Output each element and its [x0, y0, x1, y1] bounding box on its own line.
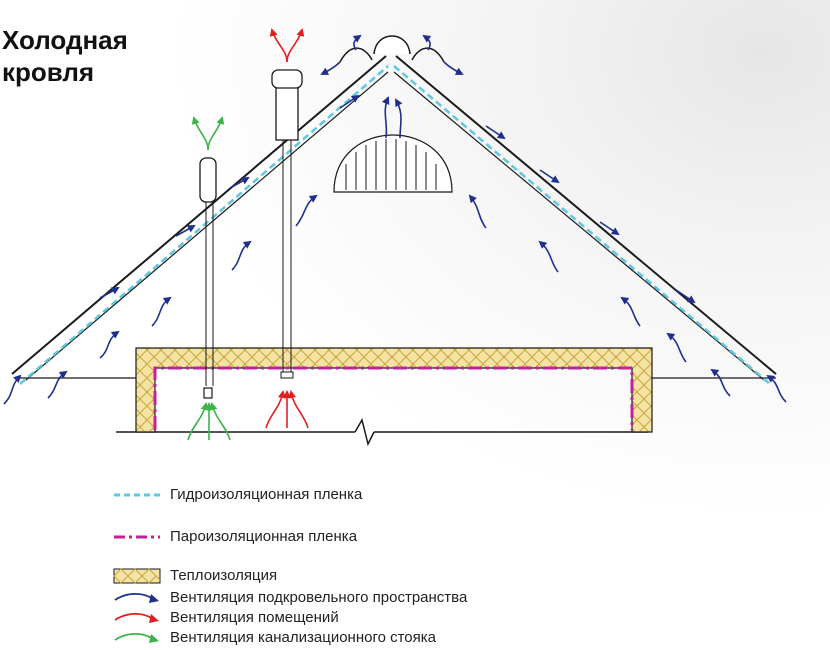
- arrow-icon: [114, 632, 159, 643]
- arrow-icon: [114, 612, 159, 623]
- insulation-swatch-icon: [113, 568, 161, 584]
- room-ventilation-arrows: [265, 28, 309, 429]
- dash-dot-line-icon: [114, 535, 160, 539]
- gable-vent: [333, 134, 453, 193]
- legend-label: Гидроизоляционная пленка: [170, 486, 363, 503]
- arrow-icon: [114, 592, 159, 603]
- vapor-barrier-line: [153, 366, 634, 430]
- roof-diagram: [3, 28, 787, 447]
- title-line-1: Холодная: [2, 25, 128, 55]
- legend-label: Пароизоляционная пленка: [170, 528, 358, 545]
- waterproof-membrane-line: [19, 65, 771, 385]
- room-vent-pipe: [271, 69, 303, 379]
- legend-label: Вентиляция помещений: [170, 609, 339, 626]
- roof-slopes: [11, 55, 777, 381]
- title-line-2: кровля: [2, 57, 95, 87]
- legend-label: Теплоизоляция: [170, 567, 278, 584]
- sewer-stack-pipe: [199, 157, 217, 399]
- legend-label: Вентиляция канализационного стояка: [170, 629, 437, 646]
- ceiling-slab: [14, 377, 776, 447]
- diagram-title: Холодная кровля: [2, 24, 128, 88]
- sewer-ventilation-arrows: [187, 116, 231, 441]
- dashed-line-icon: [114, 493, 160, 497]
- legend-label: Вентиляция подкровельного пространства: [170, 589, 468, 606]
- underroof-ventilation-arrows: [3, 34, 787, 405]
- ridge-cap: [339, 35, 445, 63]
